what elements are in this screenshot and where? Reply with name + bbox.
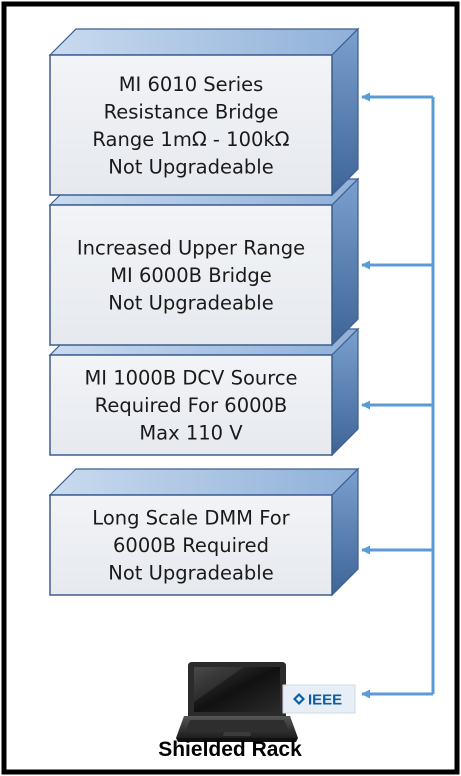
instrument-label-line: Resistance Bridge <box>104 100 279 123</box>
box-front-face <box>49 494 333 596</box>
instrument-box: Increased Upper Range MI 6000B BridgeNot … <box>48 177 360 347</box>
instrument-label-line: Range 1mΩ - 100kΩ <box>92 128 289 151</box>
box-front-face <box>49 54 333 196</box>
box-side-face <box>331 27 359 197</box>
ieee-badge-label: IEEE <box>308 692 342 709</box>
ieee-logo-icon: IEEE <box>282 684 356 714</box>
instrument-label-line: Not Upgradeable <box>108 155 273 178</box>
instrument-label-line: MI 6010 Series <box>119 73 264 96</box>
instrument-label-line: Max 110 V <box>139 422 243 445</box>
instrument-label-line: 6000B Required <box>113 534 269 557</box>
instrument-label-line: MI 1000B DCV Source <box>84 367 297 390</box>
box-top-face <box>48 468 360 496</box>
laptop-icon <box>176 662 298 742</box>
box-front-face <box>49 354 333 456</box>
instrument-label-line: Not Upgradeable <box>108 562 273 585</box>
instrument-label-line: MI 6000B Bridge <box>110 264 272 287</box>
box-top-face <box>48 28 360 56</box>
connection-bus <box>361 92 435 699</box>
instrument-label-line: Increased Upper Range <box>77 237 305 260</box>
box-side-face <box>331 177 359 347</box>
instrument-label-line: Required For 6000B <box>95 394 288 417</box>
instrument-label-line: Not Upgradeable <box>108 292 273 315</box>
rack-caption: Shielded Rack <box>158 738 302 761</box>
box-front-face <box>49 204 333 346</box>
instrument-label-line: Long Scale DMM For <box>92 507 290 530</box>
